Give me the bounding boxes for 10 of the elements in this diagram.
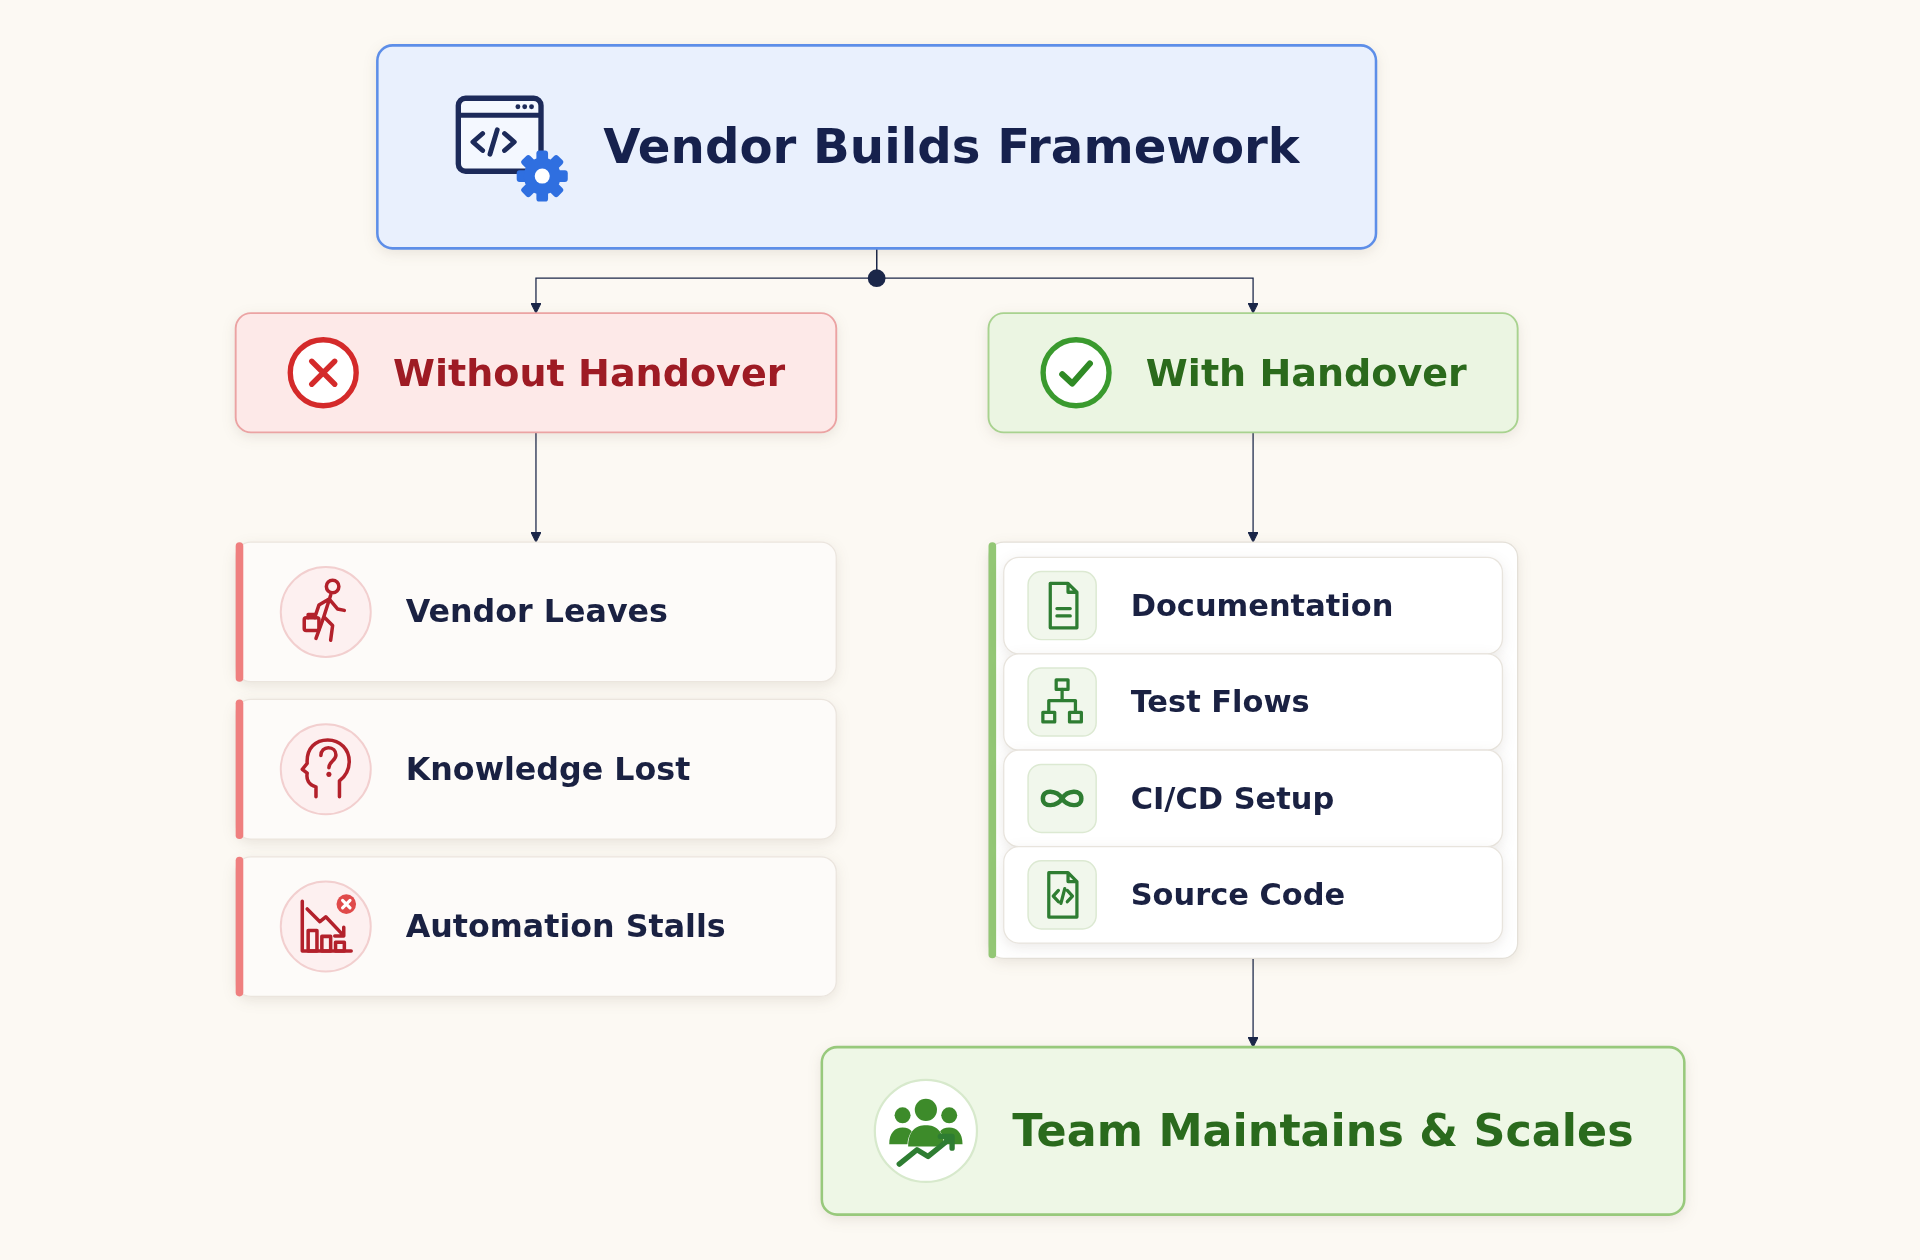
node-box: Source Code	[1003, 846, 1504, 944]
node-box: With Handover	[987, 312, 1519, 434]
node-box: Without Handover	[234, 312, 838, 434]
arrow	[1247, 957, 1259, 1048]
arrow	[530, 431, 542, 543]
node-box: CI/CD Setup	[1003, 749, 1504, 848]
arrow	[1247, 431, 1259, 543]
node-box: Team Maintains & Scales	[820, 1045, 1686, 1216]
node-box: Test Flows	[1003, 653, 1504, 751]
node-box: Documentation	[1003, 556, 1504, 655]
